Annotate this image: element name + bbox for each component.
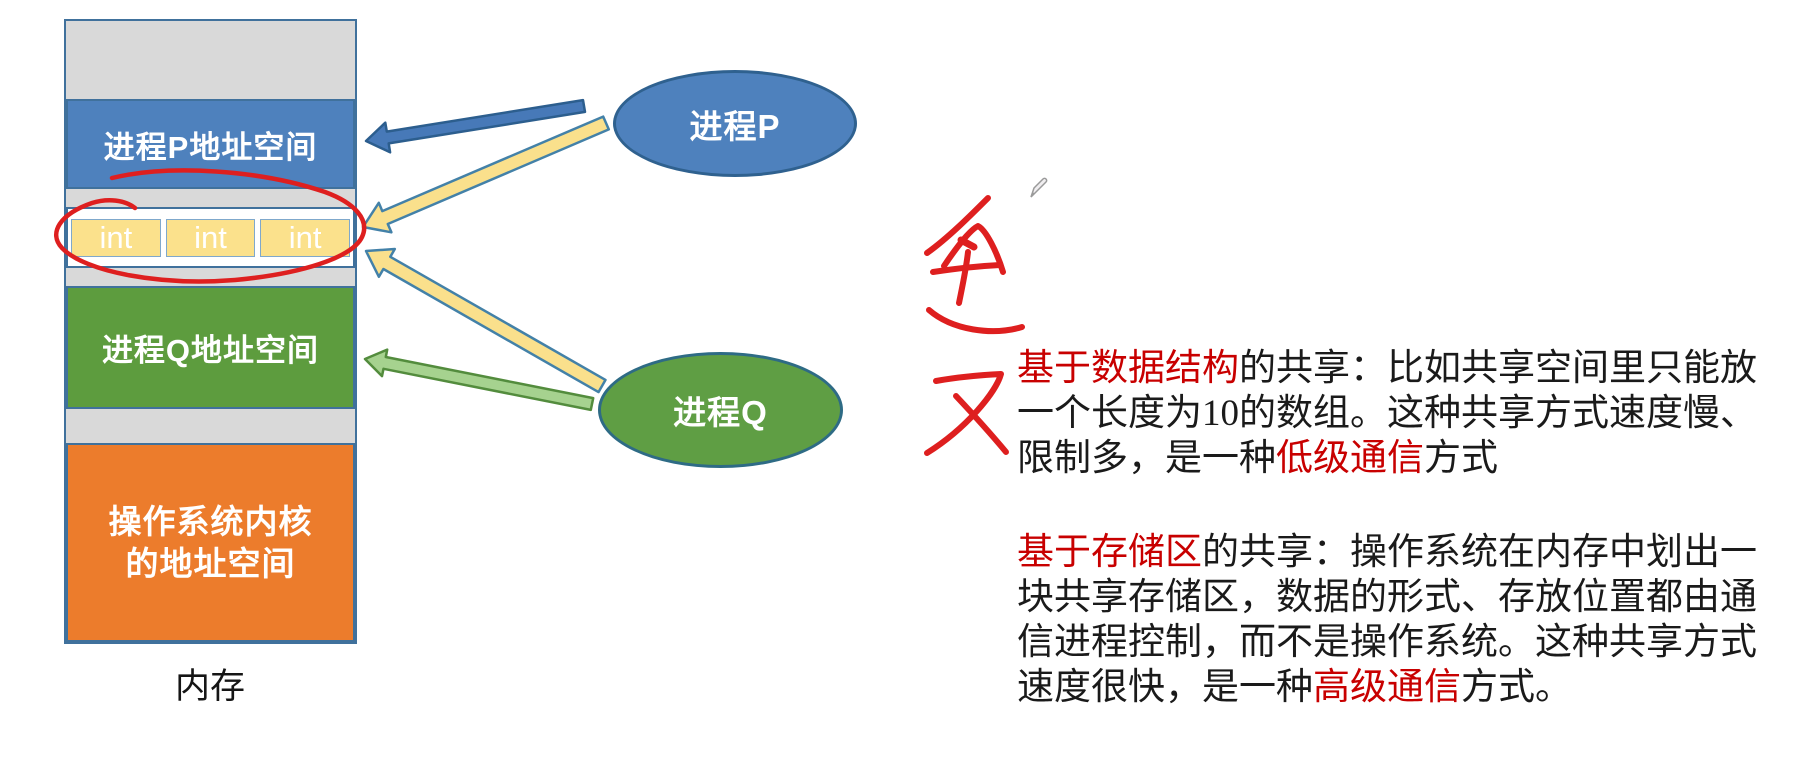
text-run: 一个长度为10的数组。这种共享方式速度慢、 [1017, 393, 1757, 434]
int-cell-label: int [99, 219, 133, 255]
process-q-ellipse: 进程Q [598, 352, 843, 468]
process-q-space-label: 进程Q地址空间 [101, 333, 320, 368]
memory-gap-2 [66, 268, 355, 286]
arrow-p-to-p-space [364, 98, 587, 154]
text-line: 信进程控制，而不是操作系统。这种共享方式 [1017, 620, 1757, 665]
highlighted-red-text: 低级通信 [1276, 438, 1424, 479]
text-run: 的共享：比如共享空间里只能放 [1239, 348, 1757, 389]
memory-gap-3 [66, 409, 355, 443]
text-run: 限制多，是一种 [1017, 438, 1276, 479]
text-run: 块共享存储区，数据的形式、存放位置都由通 [1017, 577, 1757, 618]
memory-caption: 内存 [174, 667, 245, 706]
text-line: 基于数据结构的共享：比如共享空间里只能放 [1017, 346, 1757, 391]
memory-diagram: 进程P地址空间 int int int 进程Q地址空间 操作系统内核 的地址空间 [64, 19, 357, 644]
red-handwriting [926, 307, 1025, 335]
int-cell-label: int [288, 219, 322, 255]
red-handwriting [930, 262, 1003, 275]
text-line: 一个长度为10的数组。这种共享方式速度慢、 [1017, 391, 1757, 436]
paragraph-shared-by-storage-area: 基于存储区的共享：操作系统在内存中划出一块共享存储区，数据的形式、存放位置都由通… [1017, 530, 1757, 710]
process-p-space-label: 进程P地址空间 [103, 129, 318, 165]
red-handwriting [941, 223, 1006, 275]
red-handwriting [953, 393, 1009, 455]
arrow-q-to-shared [364, 247, 607, 394]
text-line: 基于存储区的共享：操作系统在内存中划出一 [1017, 530, 1757, 575]
memory-gap-1 [66, 189, 355, 207]
memory-block-process-q-space: 进程Q地址空间 [66, 286, 355, 409]
red-handwriting [924, 371, 1004, 456]
text-line: 块共享存储区，数据的形式、存放位置都由通 [1017, 575, 1757, 620]
int-cell: int [260, 218, 351, 257]
red-handwriting [956, 249, 971, 306]
text-run: 方式。 [1461, 667, 1572, 708]
text-run: 信进程控制，而不是操作系统。这种共享方式 [1017, 622, 1757, 663]
pencil-cursor-icon [1030, 177, 1048, 198]
int-cell-label: int [194, 219, 227, 255]
kernel-label-line1: 操作系统内核 [108, 502, 313, 540]
int-cell: int [71, 218, 161, 257]
highlighted-red-text: 高级通信 [1313, 667, 1461, 708]
arrow-q-to-q-space [363, 348, 595, 412]
kernel-label-line2: 的地址空间 [125, 544, 296, 582]
highlighted-red-text: 基于存储区 [1017, 532, 1202, 573]
highlighted-red-text: 基于数据结构 [1017, 348, 1239, 389]
memory-block-os-kernel-space: 操作系统内核 的地址空间 [66, 443, 355, 642]
text-line: 速度很快，是一种高级通信方式。 [1017, 665, 1757, 710]
text-run: 的共享：操作系统在内存中划出一 [1202, 532, 1757, 573]
red-handwriting [924, 195, 991, 256]
arrow-p-to-shared [361, 115, 611, 234]
process-p-label: 进程P [689, 107, 781, 145]
shared-memory-int-row: int int int [66, 207, 355, 268]
memory-block-process-p-space: 进程P地址空间 [66, 99, 355, 189]
text-run: 方式 [1424, 438, 1498, 479]
text-run: 速度很快，是一种 [1017, 667, 1313, 708]
red-handwriting [957, 236, 978, 251]
process-q-label: 进程Q [673, 394, 768, 431]
int-cell: int [165, 218, 256, 257]
memory-block-free-top [66, 21, 355, 99]
text-line: 限制多，是一种低级通信方式 [1017, 436, 1757, 481]
paragraph-shared-by-data-structure: 基于数据结构的共享：比如共享空间里只能放一个长度为10的数组。这种共享方式速度慢… [1017, 346, 1757, 481]
process-p-ellipse: 进程P [613, 70, 857, 177]
